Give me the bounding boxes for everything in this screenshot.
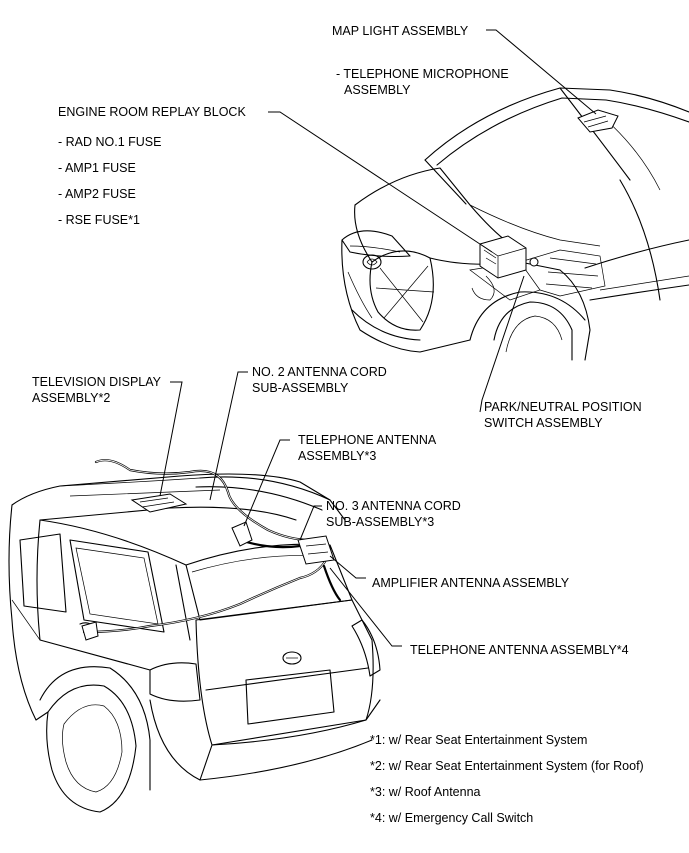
leader-lines xyxy=(159,29,597,647)
label-tv-display-line1: TELEVISION DISPLAY xyxy=(32,375,162,389)
telephone-antenna-roof-part xyxy=(231,521,253,547)
label-park-neutral-line2: SWITCH ASSEMBLY xyxy=(484,416,603,430)
label-fuse-amp1: - AMP1 FUSE xyxy=(58,161,136,175)
label-no2-antenna-cord-line2: SUB-ASSEMBLY xyxy=(252,381,349,395)
label-park-neutral-line1: PARK/NEUTRAL POSITION xyxy=(484,400,642,414)
footnote-4: *4: w/ Emergency Call Switch xyxy=(370,811,533,825)
telephone-antenna-connector-part xyxy=(81,621,99,641)
label-telephone-antenna-roof-line1: TELEPHONE ANTENNA xyxy=(298,433,437,447)
label-tv-display-line2: ASSEMBLY*2 xyxy=(32,391,110,405)
label-no3-antenna-cord-line1: NO. 3 ANTENNA CORD xyxy=(326,499,461,513)
label-engine-room-relay-block: ENGINE ROOM REPLAY BLOCK xyxy=(58,105,246,119)
label-no2-antenna-cord-line1: NO. 2 ANTENNA CORD xyxy=(252,365,387,379)
antenna-wiring-harness xyxy=(82,459,342,634)
label-telephone-antenna-roof-line2: ASSEMBLY*3 xyxy=(298,449,376,463)
label-fuse-amp2: - AMP2 FUSE xyxy=(58,187,136,201)
footnote-1: *1: w/ Rear Seat Entertainment System xyxy=(370,733,587,747)
footnote-2: *2: w/ Rear Seat Entertainment System (f… xyxy=(370,759,644,773)
label-telephone-antenna-4: TELEPHONE ANTENNA ASSEMBLY*4 xyxy=(410,643,629,657)
label-fuse-rad: - RAD NO.1 FUSE xyxy=(58,135,162,149)
footnote-3: *3: w/ Roof Antenna xyxy=(370,785,481,799)
label-fuse-rse: - RSE FUSE*1 xyxy=(58,213,140,227)
front-vehicle-illustration xyxy=(341,87,689,361)
label-telephone-microphone-line1: - TELEPHONE MICROPHONE xyxy=(336,67,509,81)
label-no3-antenna-cord-line2: SUB-ASSEMBLY*3 xyxy=(326,515,434,529)
label-telephone-microphone-line2: ASSEMBLY xyxy=(344,83,411,97)
label-map-light: MAP LIGHT ASSEMBLY xyxy=(332,24,469,38)
rear-vehicle-illustration xyxy=(8,473,381,813)
amplifier-antenna-part xyxy=(297,535,335,565)
label-amplifier-antenna: AMPLIFIER ANTENNA ASSEMBLY xyxy=(372,576,570,590)
footnotes: *1: w/ Rear Seat Entertainment System *2… xyxy=(370,733,644,825)
callout-labels: MAP LIGHT ASSEMBLY - TELEPHONE MICROPHON… xyxy=(32,24,642,657)
television-display-part xyxy=(130,493,188,513)
